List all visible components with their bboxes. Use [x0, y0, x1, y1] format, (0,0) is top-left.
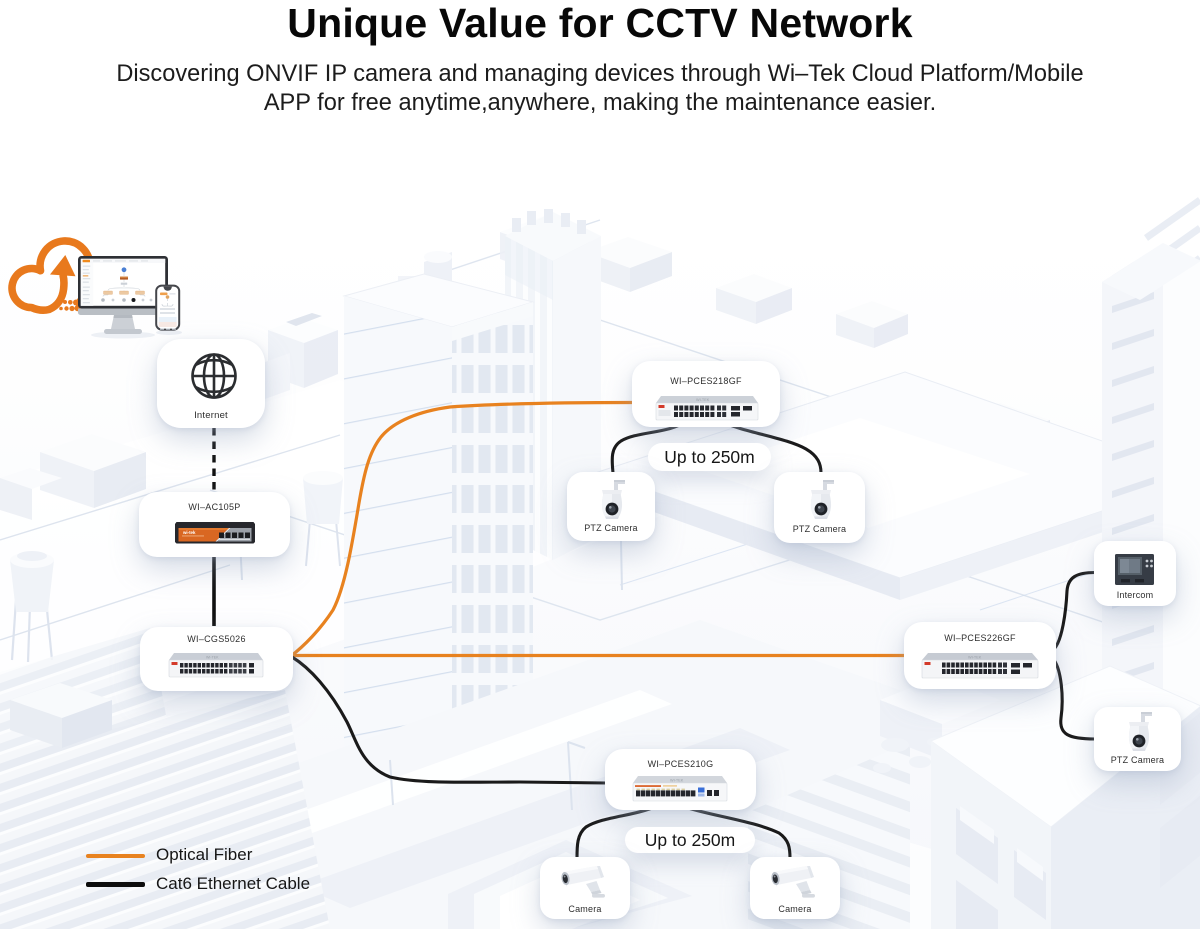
svg-text:WI-TEK: WI-TEK [968, 656, 982, 660]
svg-text:WI-TEK: WI-TEK [670, 779, 684, 783]
svg-text:WI-TEK: WI-TEK [206, 656, 219, 660]
svg-text:WI-TEK: WI-TEK [696, 398, 710, 402]
svg-text:wi-tek: wi-tek [182, 530, 196, 535]
